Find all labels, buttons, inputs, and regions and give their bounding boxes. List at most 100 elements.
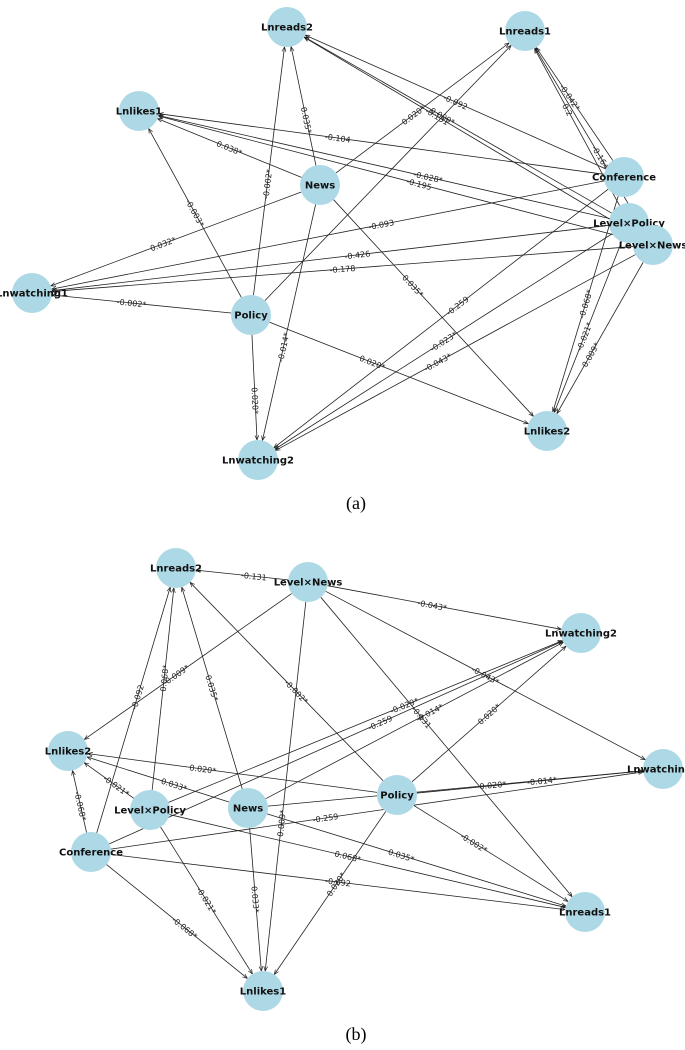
edge-conference-to-lnlikes1 [106,864,248,979]
edge-levelxpolicy-to-lnwatching1 [52,224,610,290]
node-levelxnews: Level×News [274,562,343,602]
edge-levelxpolicy-to-lnwatching2 [168,640,563,803]
node-label-lnlikes1: Lnlikes1 [240,987,286,998]
edge-label-news-to-lnlikes2: 0.035* [400,273,425,299]
edge-label-conference-to-lnlikes1: -0.104 [324,132,351,144]
edge-label-news-to-lnreads2: 0.035* [203,674,219,702]
node-lnreads2: Lnreads2 [150,548,202,588]
edge-news-to-lnreads1 [266,813,566,906]
edge-conference-to-lnwatching1 [52,180,605,289]
node-circle-news [228,788,268,828]
node-circle-lnlikes1 [119,91,159,131]
node-circle-conference [604,157,644,197]
edge-label-policy-to-lnreads2: -0.002* [262,169,275,200]
node-label-lnwatching2: Lnwatching2 [222,456,294,467]
edge-policy-to-lnlikes2 [88,754,378,793]
node-label-levelxnews: Level×News [619,241,685,252]
edge-label-news-to-lnlikes1: 0.033* [249,886,260,914]
node-label-lnwatching1: Lnwatching1 [627,765,685,776]
node-label-levelxnews: Level×News [274,578,343,589]
node-circle-levelxnews [288,562,328,602]
edge-conference-to-lnreads2 [305,35,606,170]
edge-policy-to-lnlikes1 [274,811,387,975]
edge-levelxnews-to-lnlikes2 [557,262,644,413]
edge-label-levelxpolicy-to-lnreads1: 0.068* [334,849,362,864]
node-news: News [300,165,340,205]
edge-conference-to-lnreads1 [110,854,565,909]
edge-conference-to-lnwatching2 [274,188,609,448]
edge-label-news-to-lnlikes1: 0.038* [215,139,243,157]
node-circle-levelxnews [633,225,673,265]
edge-levelxnews-to-lnlikes1 [265,601,307,971]
edge-levelxnews-to-lnlikes2 [84,593,292,740]
edge-label-policy-to-lnwatching1: -0.002* [116,298,147,310]
edge-conference-to-lnwatching2 [109,641,562,845]
edge-label-levelxpolicy-to-lnreads2: 0.068* [159,664,171,692]
edge-label-policy-to-lnwatching2: 0.020* [250,387,260,414]
edge-label-news-to-lnreads1: 0.020* [400,104,427,127]
node-circle-lnreads1 [565,892,605,932]
node-circle-lnwatching1 [643,749,683,789]
node-circle-lnwatching2 [561,613,601,653]
node-policy: Policy [231,295,271,335]
node-label-lnlikes1: Lnlikes1 [116,107,162,118]
edge-label-news-to-lnwatching2: -0.014* [276,332,291,363]
edge-levelxnews-to-lnwatching2 [327,585,562,630]
edge-label-conference-to-lnwatching1: -0.259 [312,812,339,825]
node-circle-lnreads2 [267,7,307,47]
node-label-lnreads1: Lnreads1 [559,908,611,919]
edge-policy-to-lnwatching2 [411,646,566,783]
node-label-lnlikes2: Lnlikes2 [45,747,91,758]
node-label-lnwatching2: Lnwatching2 [545,629,617,640]
node-label-conference: Conference [592,173,656,184]
edge-label-policy-to-lnwatching1: -0.014* [527,775,558,787]
node-label-news: News [305,181,335,192]
edge-news-to-lnreads2 [291,47,317,166]
edge-levelxpolicy-to-lnlikes2 [84,763,134,799]
edge-levelxpolicy-to-lnwatching2 [275,233,613,449]
node-lnwatching1: Lnwatching1 [627,749,685,789]
edge-levelxnews-to-lnreads1 [320,597,572,896]
node-conference: Conference [592,157,656,197]
node-circle-conference [71,832,111,872]
edge-levelxnews-to-lnreads1 [535,48,644,229]
edge-levelxnews-to-lnlikes1 [158,116,634,241]
node-circle-lnwatching2 [238,440,278,480]
edge-label-news-to-lnreads2: 0.035* [299,106,313,134]
node-label-policy: Policy [234,311,268,322]
node-circle-policy [231,295,271,335]
node-lnwatching2: Lnwatching2 [222,440,294,480]
edge-levelxpolicy-to-lnreads2 [304,37,612,214]
node-circle-lnreads2 [156,548,196,588]
edge-label-levelxnews-to-lnwatching1: -0.178 [329,264,355,275]
node-label-conference: Conference [59,848,123,859]
node-label-lnreads2: Lnreads2 [150,564,202,575]
edge-label-conference-to-lnwatching2: -0.259 [367,714,394,733]
edge-label-news-to-lnlikes2: 0.033* [160,777,188,794]
node-label-policy: Policy [380,791,414,802]
edge-levelxpolicy-to-lnreads1 [169,814,565,908]
edge-label-conference-to-lnlikes1: -0.068* [170,915,199,941]
node-label-lnreads2: Lnreads2 [261,23,313,34]
node-label-news: News [233,804,263,815]
edge-news-to-lnlikes1 [249,827,262,971]
node-circle-lnlikes2 [48,731,88,771]
edge-label-conference-to-lnreads2: -0.092 [130,684,146,711]
edge-levelxnews-to-lnwatching2 [276,254,636,451]
node-lnlikes2: Lnlikes2 [45,731,91,771]
edge-conference-to-lnwatching1 [110,772,643,850]
edge-label-conference-to-lnreads2: -0.092 [442,93,469,112]
node-label-lnlikes2: Lnlikes2 [524,427,570,438]
node-lnlikes2: Lnlikes2 [524,411,570,451]
edge-news-to-lnwatching1 [267,771,643,807]
edge-policy-to-lnlikes2 [269,321,529,425]
edge-label-levelxpolicy-to-lnlikes2: -0.021* [101,774,130,799]
edge-label-conference-to-lnlikes2: -0.068* [577,289,594,320]
edge-policy-to-lnreads1 [264,45,511,301]
edge-label-policy-to-lnlikes2: 0.020* [189,763,217,775]
edge-label-levelxnews-to-lnreads2: -0.131 [241,571,268,583]
edge-label-conference-to-lnwatching1: -0.093 [368,218,395,232]
edge-conference-to-lnreads2 [96,587,171,833]
edge-label-levelxpolicy-to-lnlikes1: -0.021* [194,886,217,916]
